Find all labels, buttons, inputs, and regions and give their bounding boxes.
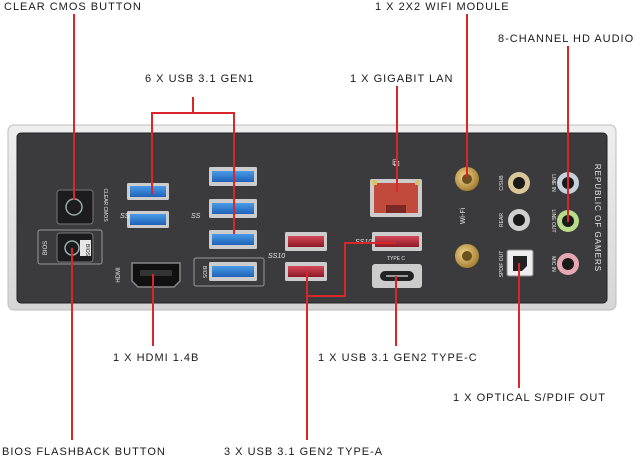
leader-usb-type-a [306, 242, 396, 440]
callout-hd-audio: 8-CHANNEL HD AUDIO [498, 33, 635, 45]
line-in-label: LINE IN [550, 174, 556, 192]
spdif-label: SPDIF OUT [499, 251, 505, 278]
leader-lines [71, 14, 569, 440]
hdmi-port: HDMI [116, 262, 181, 288]
ss10-logo-left: SS10 [268, 253, 285, 260]
bios-flashback-button: BIOS BIOS [37, 229, 103, 265]
mic-in-label: MIC IN [550, 256, 556, 272]
leader-usb-gen1 [151, 97, 235, 234]
bios-badge: BIOS [84, 244, 90, 257]
gigabit-lan-port: ⧉ [370, 158, 422, 217]
callout-clear-cmos: CLEAR CMOS BUTTON [4, 1, 142, 13]
clear-cmos-label: CLEAR CMOS [102, 188, 108, 222]
csub-label: C/SUB [499, 175, 505, 191]
callout-gigabit-lan: 1 X GIGABIT LAN [350, 73, 454, 85]
wifi-antenna-connectors: Wi-Fi [455, 167, 479, 268]
callout-usb31-gen1: 6 X USB 3.1 GEN1 [145, 73, 255, 85]
callout-hdmi: 1 X HDMI 1.4B [113, 352, 200, 364]
type-c-label: TYPE C [387, 256, 405, 262]
callout-bios-flashback: BIOS FLASHBACK BUTTON [2, 446, 166, 458]
callout-usb-type-a: 3 X USB 3.1 GEN2 TYPE-A [224, 446, 384, 458]
wifi-label: Wi-Fi [460, 207, 467, 224]
line-out-label: LINE OUT [550, 209, 556, 232]
callout-wifi-module: 1 X 2X2 WIFI MODULE [375, 1, 510, 13]
optical-spdif-port: SPDIF OUT [499, 249, 534, 278]
clear-cmos-button: CLEAR CMOS [56, 188, 108, 225]
usb-gen1-left-pair: SS [120, 183, 169, 228]
ss-logo-left: SS [120, 213, 130, 220]
rear-label: REAR [499, 213, 505, 227]
audio-jacks-left: C/SUB REAR [499, 172, 530, 231]
callout-usb-type-c: 1 X USB 3.1 GEN2 TYPE-C [318, 352, 478, 364]
bios-label: BIOS [43, 241, 49, 255]
ss-logo-middle: SS [191, 213, 201, 220]
callout-optical-spdif: 1 X OPTICAL S/PDIF OUT [453, 392, 607, 404]
rog-brand-text: REPUBLIC OF GAMERS [593, 164, 602, 272]
audio-jacks-right: LINE IN LINE OUT MIC IN [550, 172, 579, 275]
bios-port-label: BIOS [201, 266, 207, 279]
hdmi-label: HDMI [116, 267, 122, 283]
